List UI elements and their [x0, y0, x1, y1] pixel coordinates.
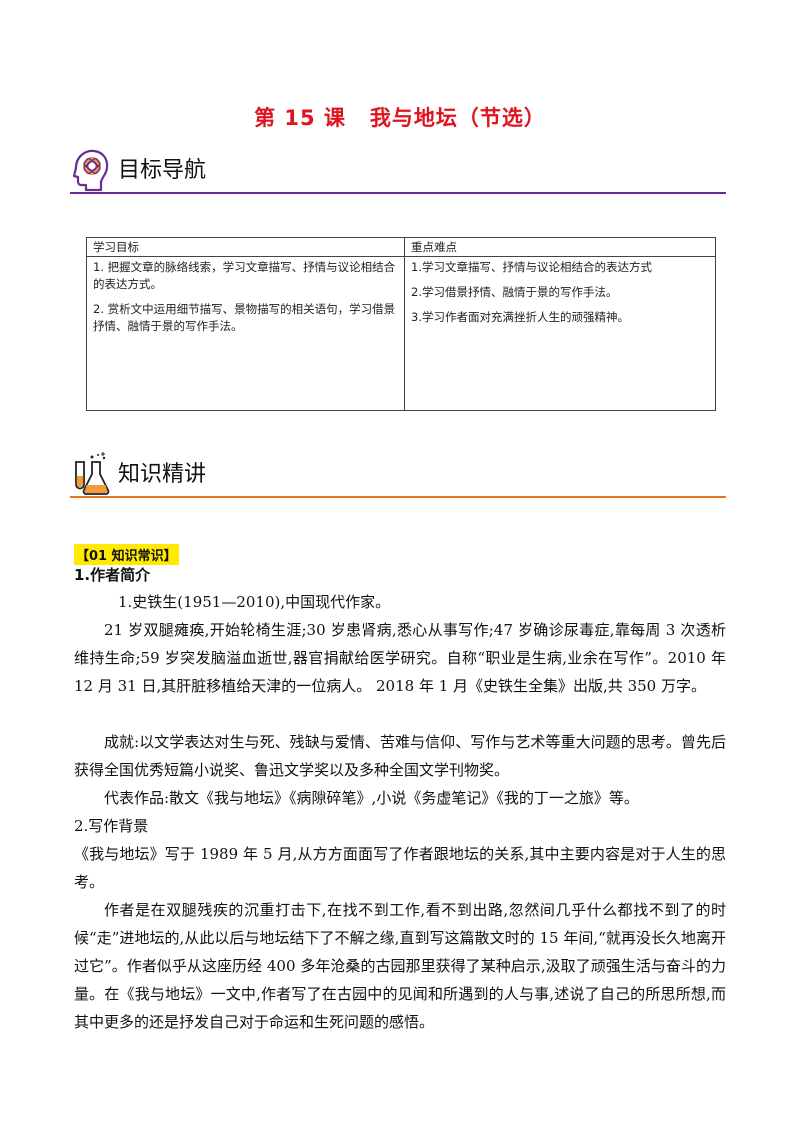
goals-header: 学习目标: [86, 237, 405, 257]
section-label: 目标导航: [118, 158, 207, 183]
brain-gear-icon: [72, 149, 109, 192]
section-knowledge: 知识精讲: [70, 452, 726, 498]
section-goal-navigation: 目标导航: [70, 148, 726, 194]
goals-cell: 1. 把握文章的脉络线索，学习文章描写、抒情与议论相结合的表达方式。 2. 赏析…: [86, 256, 405, 411]
paragraph: 成就:以文学表达对生与死、残缺与爱情、苦难与信仰、写作与艺术等重大问题的思考。曾…: [74, 733, 726, 779]
goals-table: 学习目标 重点难点 1. 把握文章的脉络线索，学习文章描写、抒情与议论相结合的表…: [86, 237, 716, 411]
flask-icon: [75, 452, 110, 495]
knowledge-badge: 【01 知识常识】: [74, 544, 179, 565]
key-point-item: 3.学习作者面对充满挫折人生的顽强精神。: [411, 310, 629, 324]
lesson-number: 第 15 课: [254, 106, 346, 130]
heading-author-intro: 1.作者简介: [74, 566, 151, 584]
paragraph: 21 岁双腿瘫痪,开始轮椅生涯;30 岁患肾病,悉心从事写作;47 岁确诊尿毒症…: [74, 621, 726, 695]
paragraph: 《我与地坛》写于 1989 年 5 月,从方方面面写了作者跟地坛的关系,其中主要…: [74, 845, 726, 891]
key-point-item: 1.学习文章描写、抒情与议论相结合的表达方式: [411, 260, 652, 274]
page-title: 第 15 课我与地坛（节选）: [0, 102, 800, 132]
section-divider: [70, 496, 726, 498]
paragraph: 代表作品:散文《我与地坛》《病隙碎笔》,小说《务虚笔记》《我的丁一之旅》等。: [104, 789, 639, 807]
section-divider: [70, 192, 726, 194]
goal-item: 2. 赏析文中运用细节描写、景物描写的相关语句，学习借景抒情、融情于景的写作手法…: [93, 302, 396, 333]
author-line: 1.史铁生(1951—2010),中国现代作家。: [118, 593, 391, 611]
key-point-item: 2.学习借景抒情、融情于景的写作手法。: [411, 285, 618, 299]
heading-background: 2.写作背景: [74, 817, 149, 835]
section-label: 知识精讲: [118, 462, 207, 487]
key-points-header: 重点难点: [404, 237, 716, 257]
key-points-cell: 1.学习文章描写、抒情与议论相结合的表达方式 2.学习借景抒情、融情于景的写作手…: [404, 256, 716, 411]
lesson-name: 我与地坛（节选）: [369, 106, 546, 130]
paragraph: 作者是在双腿残疾的沉重打击下,在找不到工作,看不到出路,忽然间几乎什么都找不到了…: [74, 901, 726, 1031]
goal-item: 1. 把握文章的脉络线索，学习文章描写、抒情与议论相结合的表达方式。: [93, 260, 396, 291]
